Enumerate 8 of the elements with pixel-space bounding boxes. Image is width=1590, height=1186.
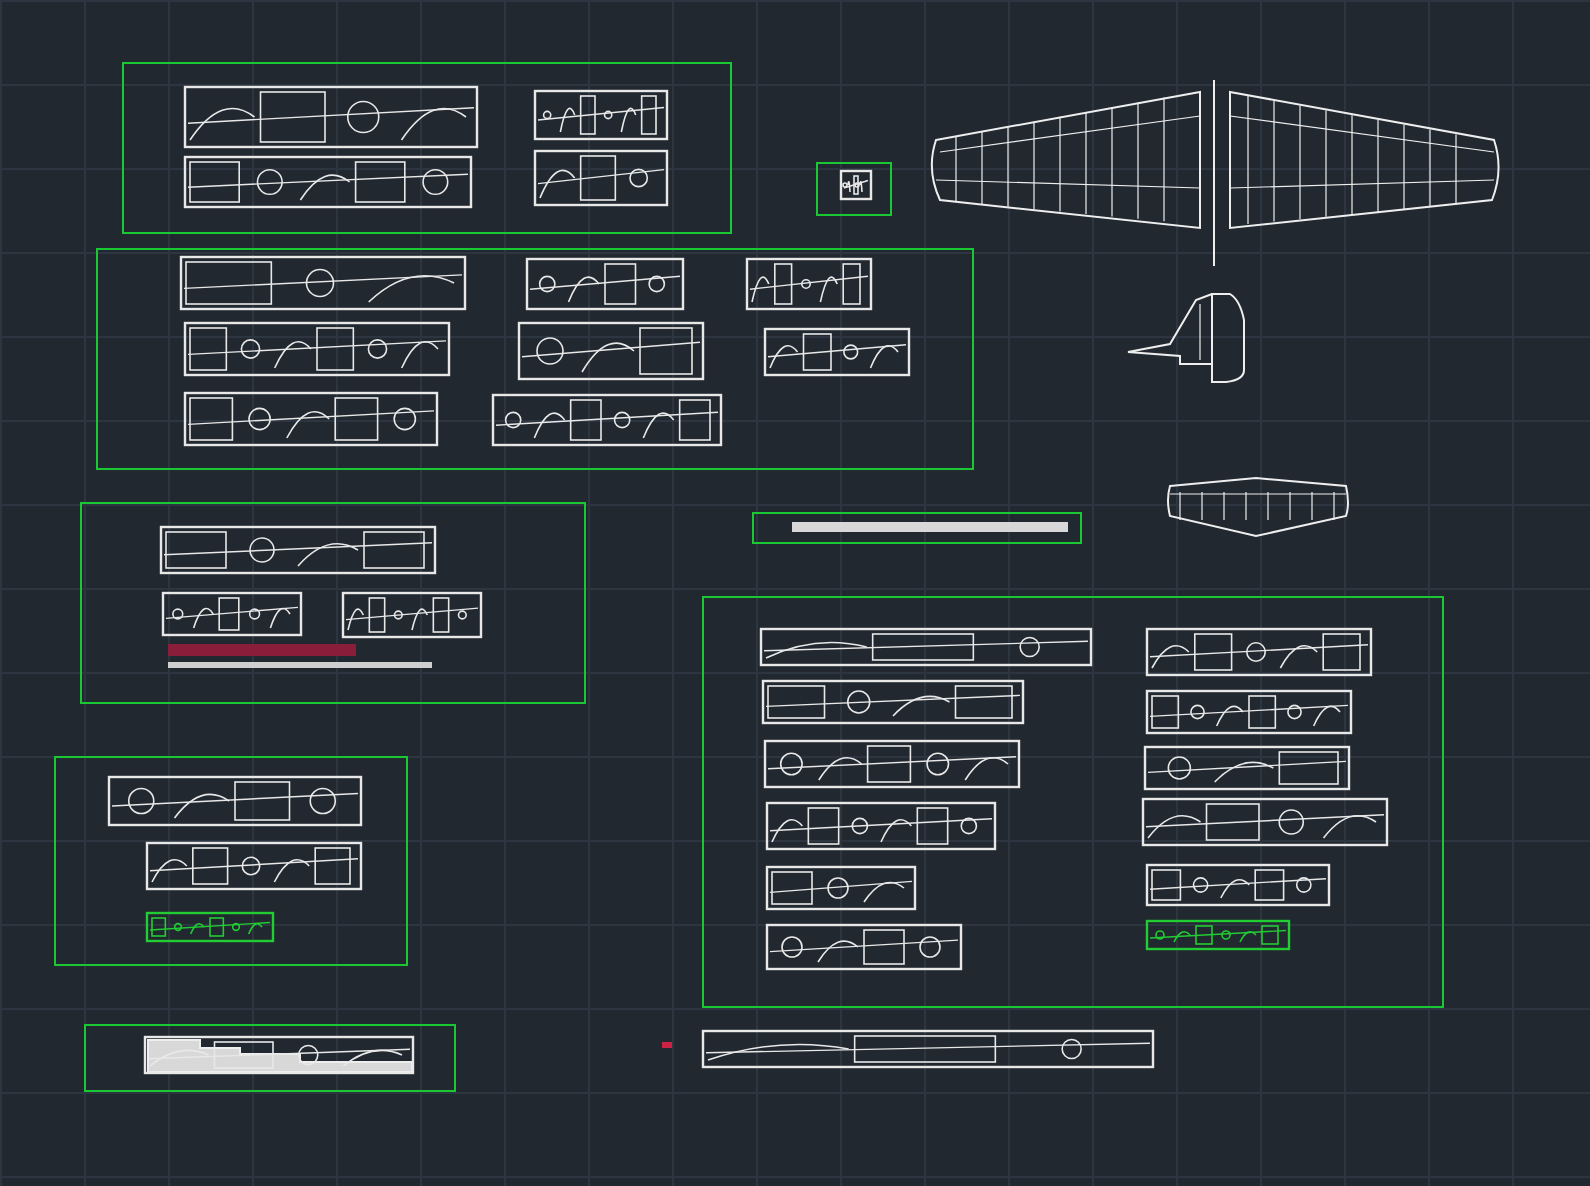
sheet-group-frame [122, 62, 732, 234]
sheet-group-frame [752, 512, 1082, 544]
sheet-group-frame [702, 596, 1444, 1008]
sheet-group-frame [84, 1024, 456, 1092]
sheet-group-frame [816, 162, 892, 216]
sheet-group-frame [80, 502, 586, 704]
sheet-group-frame [54, 756, 408, 966]
sheet-group-frame [96, 248, 974, 470]
